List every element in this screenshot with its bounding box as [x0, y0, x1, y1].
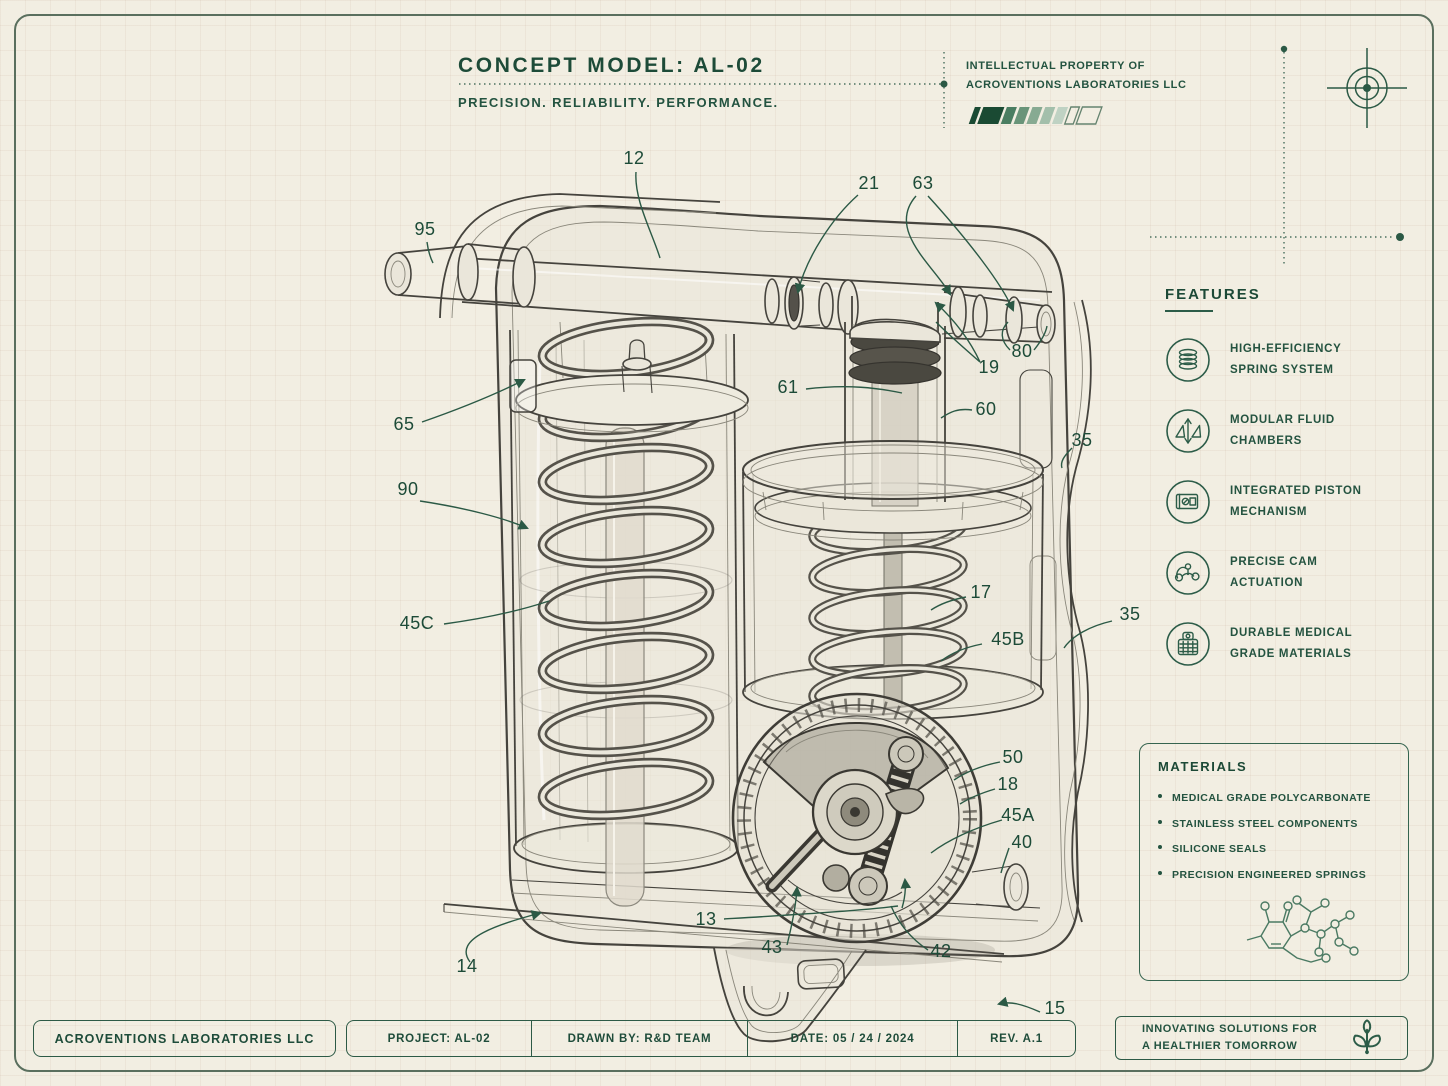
feature-label: MECHANISM [1230, 506, 1308, 518]
callout-label: 65 [393, 414, 414, 434]
feature-label: ACTUATION [1230, 577, 1304, 589]
feature-label: HIGH-EFFICIENCY [1230, 343, 1342, 355]
callout-label: 63 [912, 173, 933, 193]
ip-line1: INTELLECTUAL PROPERTY OF [966, 60, 1146, 72]
piston-icon [1165, 479, 1213, 525]
callout-label: 21 [858, 173, 879, 193]
cam-wheel [725, 692, 995, 966]
callout-leaders [419, 171, 1113, 1013]
callout-label: 43 [761, 937, 782, 957]
callout-label: 15 [1044, 998, 1065, 1018]
callout-label: 60 [975, 399, 996, 419]
drawn-by-cell: DRAWN BY: R&D TEAM [531, 1021, 747, 1056]
materials-box: MATERIALS MEDICAL GRADE POLYCARBONATE ST… [1139, 743, 1409, 981]
features-heading: FEATURES [1165, 286, 1261, 303]
feature-label: GRADE MATERIALS [1230, 648, 1352, 660]
callout-label: 13 [695, 909, 716, 929]
features-underline [1165, 310, 1213, 312]
feature-label: PRECISE CAM [1230, 556, 1318, 568]
list-item: SILICONE SEALS [1158, 837, 1390, 863]
materials-heading: MATERIALS [1158, 759, 1248, 774]
callout-label: 95 [414, 219, 435, 239]
ip-line2: ACROVENTIONS LABORATORIES LLC [966, 79, 1187, 91]
bullet-icon [1158, 870, 1162, 875]
feature-label: CHAMBERS [1230, 435, 1303, 447]
feature-label: INTEGRATED PISTON [1230, 485, 1362, 497]
page-title: CONCEPT MODEL: AL-02 [458, 54, 765, 77]
callout-label: 35 [1071, 430, 1092, 450]
feature-item-materials: DURABLE MEDICAL GRADE MATERIALS [1165, 621, 1427, 667]
main-spring [537, 316, 715, 821]
bullet-icon [1158, 845, 1162, 849]
bullet-icon [1158, 819, 1162, 824]
molecule-icon [1246, 895, 1359, 963]
feature-item-fluid-chambers: MODULAR FLUID CHAMBERS [1165, 408, 1427, 454]
feature-label: MODULAR FLUID [1230, 414, 1335, 426]
callout-label: 17 [970, 582, 991, 602]
callout-label: 42 [930, 941, 951, 961]
fluid-chambers-icon [1165, 408, 1213, 454]
feature-label: DURABLE MEDICAL [1230, 627, 1353, 639]
callout-label: 45B [991, 629, 1025, 649]
bottom-right-fitting [971, 863, 1029, 911]
tagline-box: INNOVATING SOLUTIONS FOR A HEALTHIER TOM… [1115, 1016, 1408, 1060]
date-cell: DATE: 05 / 24 / 2024 [747, 1021, 957, 1056]
callout-label: 18 [997, 774, 1018, 794]
callout-label: 80 [1011, 341, 1032, 361]
cam-icon [1165, 550, 1213, 596]
left-chamber [509, 316, 749, 907]
header-divider [459, 52, 948, 128]
feature-label: SPRING SYSTEM [1230, 364, 1334, 376]
callout-label: 45A [1001, 805, 1035, 825]
callout-label: 12 [623, 148, 644, 168]
callout-label: 45C [400, 613, 435, 633]
project-cell: PROJECT: AL-02 [387, 1032, 491, 1045]
spring-icon [1165, 337, 1213, 383]
leaf-icon [1353, 1019, 1381, 1055]
features-panel: FEATURES HIGH-EFFICIENCY SPRING SYSTEM [1165, 286, 1427, 667]
callout-label: 40 [1011, 832, 1032, 852]
callout-label: 19 [978, 357, 999, 377]
callout-label: 35 [1119, 604, 1140, 624]
callout-labels: 12 95 21 63 65 61 19 80 60 35 90 17 45C … [393, 148, 1140, 1018]
company-name-box: ACROVENTIONS LABORATORIES LLC [33, 1020, 336, 1057]
callout-label: 61 [777, 377, 798, 397]
company-name: ACROVENTIONS LABORATORIES LLC [54, 1031, 315, 1046]
progress-bar [968, 106, 1103, 125]
secondary-spring [808, 504, 968, 716]
ip-notice: INTELLECTUAL PROPERTY OF ACROVENTIONS LA… [966, 57, 1187, 95]
list-item: STAINLESS STEEL COMPONENTS [1158, 812, 1390, 838]
feature-item-piston: INTEGRATED PISTON MECHANISM [1165, 479, 1427, 525]
bullet-icon [1158, 794, 1162, 798]
list-item: MEDICAL GRADE POLYCARBONATE [1158, 786, 1390, 812]
callout-label: 14 [456, 956, 477, 976]
callout-label: 50 [1002, 747, 1023, 767]
materials-icon [1165, 621, 1213, 667]
list-item: PRECISION ENGINEERED SPRINGS [1158, 863, 1390, 889]
page-subtitle: PRECISION. RELIABILITY. PERFORMANCE. [458, 95, 779, 110]
bottom-tab [713, 947, 867, 1043]
callout-label: 90 [397, 479, 418, 499]
revision-cell: REV. A.1 [957, 1021, 1075, 1056]
feature-item-cam: PRECISE CAM ACTUATION [1165, 550, 1427, 596]
crosshair-icon [1327, 48, 1407, 128]
registration-mark [1150, 45, 1407, 264]
materials-list: MEDICAL GRADE POLYCARBONATE STAINLESS ST… [1158, 786, 1390, 888]
tagline: INNOVATING SOLUTIONS FOR A HEALTHIER TOM… [1142, 1023, 1318, 1052]
title-block-info: PROJECT: AL-02 DRAWN BY: R&D TEAM DATE: … [346, 1020, 1076, 1057]
feature-item-spring: HIGH-EFFICIENCY SPRING SYSTEM [1165, 337, 1427, 383]
